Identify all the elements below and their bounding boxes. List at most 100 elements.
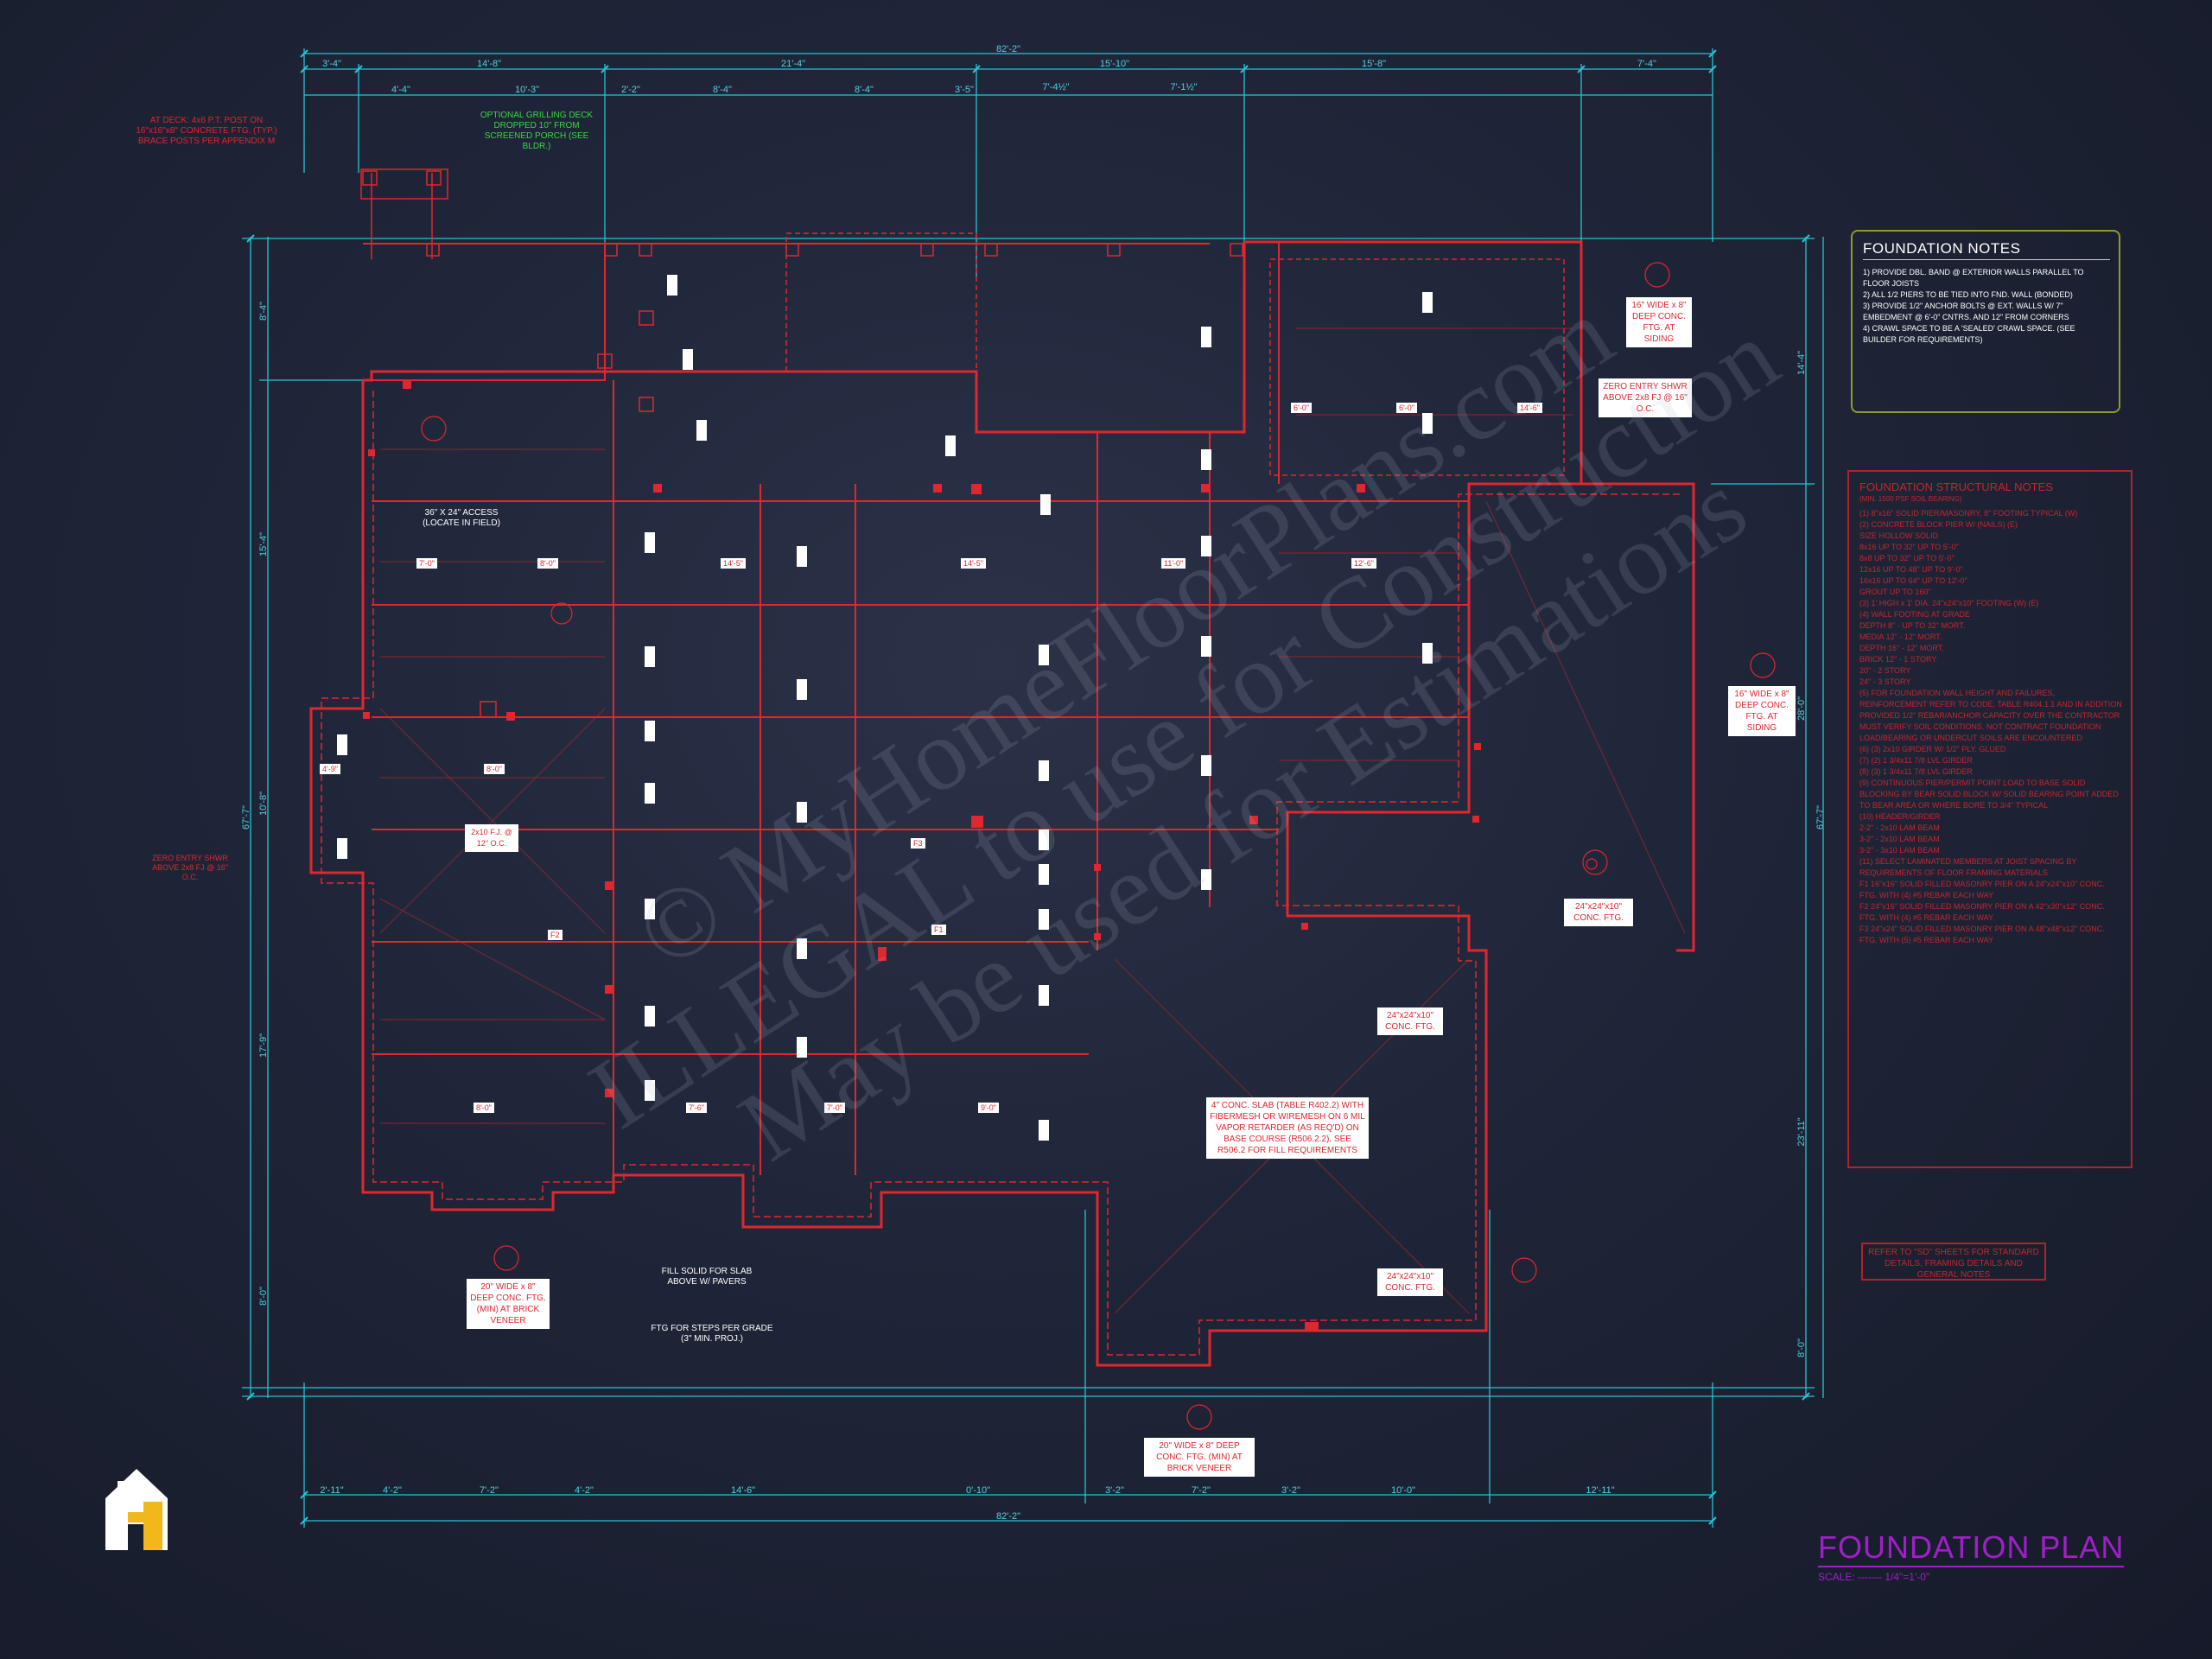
vertical-tag xyxy=(645,646,655,667)
dim-bot-6: 0'-10" xyxy=(966,1485,990,1496)
house-h-logo-icon xyxy=(105,1469,168,1550)
span-tag: 14'-5" xyxy=(961,558,986,569)
vertical-tag xyxy=(797,546,807,567)
dim-top-3: 21'-4" xyxy=(781,59,805,69)
foundation-note-item: 4) CRAWL SPACE TO BE A 'SEALED' CRAWL SP… xyxy=(1863,324,2075,344)
vertical-tag xyxy=(683,349,693,370)
structural-notes-title: FOUNDATION STRUCTURAL NOTES xyxy=(1859,480,2053,493)
dim-top-r2-6: 3'-5" xyxy=(955,85,974,95)
foundation-note-item: 3) PROVIDE 1/2" ANCHOR BOLTS @ EXT. WALL… xyxy=(1863,302,2069,321)
dim-top-r2-7: 7'-4½" xyxy=(1042,82,1069,92)
dim-top-r2-8: 7'-1½" xyxy=(1170,82,1197,92)
structural-note-row: (5) FOR FOUNDATION WALL HEIGHT AND FAILU… xyxy=(1859,689,2122,742)
structural-note-row: 12x16 UP TO 48" UP TO 9'-0" xyxy=(1859,565,1963,574)
span-tag: 8'-0" xyxy=(484,764,505,774)
fill-solid-callout: FILL SOLID FOR SLAB ABOVE W/ PAVERS xyxy=(661,1267,753,1287)
dim-left-4: 17'-9" xyxy=(258,1033,269,1058)
access-callout: 36" X 24" ACCESS (LOCATE IN FIELD) xyxy=(423,508,500,528)
span-tag: 7'-0" xyxy=(416,558,437,569)
structural-note-row: 3-2" - 3x10 LAM BEAM xyxy=(1859,846,1940,855)
span-tag: 12'-6" xyxy=(1351,558,1376,569)
vertical-tag xyxy=(797,1037,807,1058)
vertical-tag xyxy=(696,420,707,441)
deck-post-callout: AT DECK: 4x6 P.T. POST ON 16"x16"x8" CON… xyxy=(136,116,277,146)
ftg-siding-top-note: 16" WIDE x 8" DEEP CONC. FTG. AT SIDING xyxy=(1626,297,1692,347)
vertical-tag xyxy=(1039,909,1049,930)
overall-width-top: 82'-2" xyxy=(996,44,1020,54)
structural-notes-subtitle: (MIN. 1500 PSF SOIL BEARING) xyxy=(1859,495,1962,503)
bottom-dimensions: 82'-2" 2'-11" 4'-2" 7'-2" 4'-2" 14'-6" 0… xyxy=(320,1485,1614,1522)
structural-note-row: 2-2" - 2x10 LAM BEAM xyxy=(1859,823,1940,832)
ftg-siding-right-note: 16" WIDE x 8" DEEP CONC. FTG. AT SIDING xyxy=(1728,686,1796,736)
structural-note-row: 16x16 UP TO 64" UP TO 12'-0" xyxy=(1859,576,1967,585)
structural-note-row: 8x8 UP TO 32" UP TO 5'-0" xyxy=(1859,554,1955,563)
dim-right-1: 14'-4" xyxy=(1796,351,1807,375)
section-bubbles xyxy=(421,262,1776,1430)
structural-note-row: BRICK 12" - 1 STORY xyxy=(1859,655,1937,664)
structural-note-row: DEPTH 8" - UP TO 32" MORT. xyxy=(1859,621,1966,630)
span-tag: 6'-0" xyxy=(1291,403,1312,413)
top-dimensions: 82'-2" 3'-4" 14'-8" 21'-4" 15'-10" 15'-8… xyxy=(322,44,1656,95)
dim-top-1: 3'-4" xyxy=(322,59,341,69)
vertical-tag xyxy=(1422,413,1433,434)
dim-bot-7: 3'-2" xyxy=(1105,1485,1124,1496)
structural-note-row: DEPTH 16" - 12" MORT. xyxy=(1859,644,1944,652)
girder-note: 2x10 F.J. @ 12" O.C. xyxy=(465,824,518,852)
grilling-deck-callout: OPTIONAL GRILLING DECK DROPPED 10" FROM … xyxy=(480,111,594,151)
dim-bot-4: 4'-2" xyxy=(575,1485,594,1496)
refer-sd-sheets-note: REFER TO "SD" SHEETS FOR STANDARD DETAIL… xyxy=(1861,1243,2046,1281)
dim-left-overall: 67'-7" xyxy=(241,805,251,830)
pier-f3-tag: F3 xyxy=(911,838,925,849)
foundation-note-item: 2) ALL 1/2 PIERS TO BE TIED INTO FND. WA… xyxy=(1863,290,2073,299)
dim-top-r2-3: 2'-2" xyxy=(621,85,640,95)
vertical-tag xyxy=(667,275,677,296)
structural-notes-rows: (1) 8"x16" SOLID PIER/MASONRY, 8" FOOTIN… xyxy=(1849,508,2131,946)
joist-lines xyxy=(380,327,1573,1124)
dim-bot-10: 10'-0" xyxy=(1391,1485,1415,1496)
side-dimensions: 8'-4" 15'-4" 10'-8" 17'-9" 8'-0" 67'-7" … xyxy=(241,302,1826,1357)
structural-note-row: (3) 1' HIGH x 1' DIA. 24"x24"x10" FOOTIN… xyxy=(1859,599,2039,607)
vertical-tag xyxy=(1039,830,1049,850)
structural-note-row: 8x16 UP TO 32" UP TO 5'-0" xyxy=(1859,543,1959,551)
dim-top-6: 7'-4" xyxy=(1637,59,1656,69)
structural-note-row: (1) 8"x16" SOLID PIER/MASONRY, 8" FOOTIN… xyxy=(1859,509,2078,518)
foundation-walls xyxy=(309,240,1695,1367)
structural-note-row: 3-2" - 2x10 LAM BEAM xyxy=(1859,835,1940,843)
dim-top-r2-4: 8'-4" xyxy=(713,85,732,95)
span-tag: 8'-0" xyxy=(537,558,558,569)
dim-bot-11: 12'-11" xyxy=(1586,1485,1614,1496)
dim-bot-1: 2'-11" xyxy=(320,1485,343,1496)
span-tag: 6'-0" xyxy=(1396,403,1417,413)
dim-top-r2-5: 8'-4" xyxy=(855,85,874,95)
vertical-tag xyxy=(1201,636,1211,657)
plan-scale: SCALE: ------- 1/4"=1'-0" xyxy=(1818,1571,1930,1583)
structural-note-row: (4) WALL FOOTING AT GRADE xyxy=(1859,610,1971,619)
structural-note-row: SIZE HOLLOW SOLID xyxy=(1859,531,1939,540)
vertical-tag xyxy=(645,899,655,919)
conc-ftg-right-note: 24"x24"x10" CONC. FTG. xyxy=(1564,899,1633,926)
dimension-ticks xyxy=(246,49,1810,1525)
title-block: FOUNDATION PLAN SCALE: ------- 1/4"=1'-0… xyxy=(1818,1529,2125,1583)
dimension-lines xyxy=(242,48,1824,1528)
foundation-notes-box: FOUNDATION NOTES 1) PROVIDE DBL. BAND @ … xyxy=(1851,230,2120,413)
dim-top-r2-2: 10'-3" xyxy=(515,85,539,95)
vertical-tag xyxy=(645,721,655,741)
vertical-tag xyxy=(645,783,655,804)
dim-bot-9: 3'-2" xyxy=(1281,1485,1300,1496)
dim-left-3: 10'-8" xyxy=(258,791,269,816)
zero-entry-note: ZERO ENTRY SHWR ABOVE 2x8 FJ @ 16" O.C. xyxy=(1599,378,1692,417)
structural-note-row: MEDIA 12" - 12" MORT. xyxy=(1859,632,1942,641)
span-tag: 7'-0" xyxy=(824,1103,845,1113)
structural-note-row: (9) CONTINUOUS PIER/PERMIT POINT LOAD TO… xyxy=(1859,779,2119,810)
dim-left-1: 8'-4" xyxy=(258,302,269,321)
dim-right-overall: 67'-7" xyxy=(1815,805,1826,830)
vertical-tag xyxy=(1201,755,1211,776)
foundation-note-item: 1) PROVIDE DBL. BAND @ EXTERIOR WALLS PA… xyxy=(1863,268,2084,288)
plan-title: FOUNDATION PLAN xyxy=(1818,1529,2125,1567)
brick-veneer-left-note: 20" WIDE x 8" DEEP CONC. FTG. (MIN) AT B… xyxy=(467,1279,550,1329)
brick-veneer-bottom-note: 20" WIDE x 8" DEEP CONC. FTG. (MIN) AT B… xyxy=(1144,1438,1255,1477)
dim-top-r2-1: 4'-4" xyxy=(391,85,410,95)
structural-note-row: GROUT UP TO 160" xyxy=(1859,588,1931,596)
vertical-tag xyxy=(337,734,347,755)
